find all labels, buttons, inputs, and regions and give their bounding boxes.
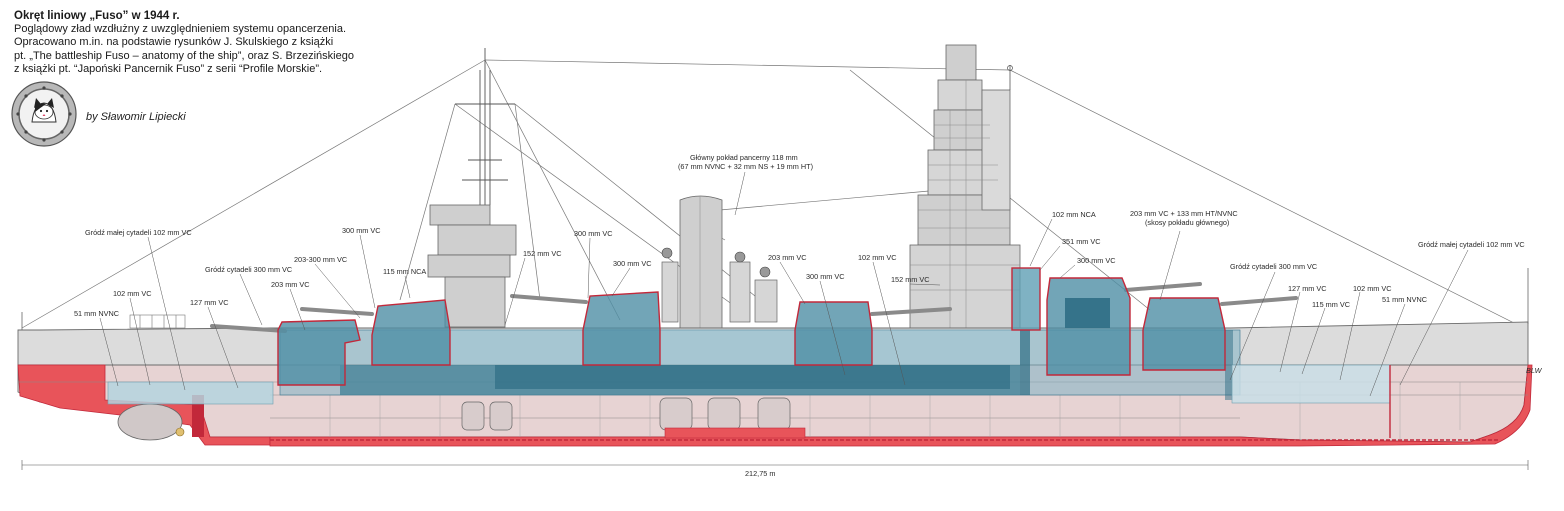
- label-main-armour-deck: Główny pokład pancerny 118 mm: [690, 153, 798, 162]
- description-line-4: z książki pt. “Japoński Pancernik Fuso” …: [14, 62, 323, 75]
- label-102-aft: 102 mm VC: [113, 289, 152, 298]
- label-203-mid: 203 mm VC: [768, 253, 807, 262]
- red-hull-bottom: [269, 364, 1533, 447]
- label-grodz-male-cytadeli-fore: Gródź małej cytadeli 102 mm VC: [1418, 240, 1525, 249]
- description-line-2: Opracowano m.in. na podstawie rysunków J…: [14, 36, 334, 49]
- small-citadel-fore: [1231, 364, 1391, 404]
- leader-lines: [99, 171, 1469, 397]
- label-152-mid: 152 mm VC: [891, 275, 930, 284]
- forward-superstructure: [427, 204, 517, 328]
- porthole-logo: [11, 81, 77, 147]
- label-51-nvnc-fore: 51 mm NVNC: [1382, 295, 1427, 304]
- label-300-turret-e: 300 mm VC: [1077, 256, 1116, 265]
- engine-foundation: [664, 427, 806, 439]
- label-skosy: (skosy pokładu głównego): [1145, 218, 1229, 227]
- label-main-armour-deck-detail: (67 mm NVNC + 32 mm NS + 19 mm HT): [678, 162, 813, 171]
- label-grodz-cytadeli-aft: Gródź cytadeli 300 mm VC: [205, 265, 292, 274]
- label-length: 212,75 m: [745, 469, 775, 478]
- description-line-1: Poglądowy zład wzdłużny z uwzględnieniem…: [14, 23, 347, 36]
- label-152-fore: 152 mm VC: [523, 249, 562, 258]
- label-grodz-cytadeli-fore: Gródź cytadeli 300 mm VC: [1230, 262, 1317, 271]
- main-turrets: [277, 267, 1226, 386]
- label-351: 351 mm VC: [1062, 237, 1101, 246]
- label-203-turret-x: 203 mm VC: [271, 280, 310, 289]
- label-grodz-male-cytadeli-aft: Gródź małej cytadeli 102 mm VC: [85, 228, 192, 237]
- label-203-133: 203 mm VC + 133 mm HT/NVNC: [1130, 209, 1238, 218]
- small-citadel-aft: [107, 381, 274, 405]
- label-102-fore: 102 mm VC: [1353, 284, 1392, 293]
- label-300-turret-c: 300 mm VC: [613, 259, 652, 268]
- label-203-300: 203-300 mm VC: [294, 255, 347, 264]
- label-300-turret-b: 300 mm VC: [574, 229, 613, 238]
- aircraft-crane: [129, 314, 186, 329]
- pagoda-mast: [909, 44, 1021, 331]
- label-115-fore: 115 mm VC: [1312, 300, 1350, 309]
- boiler-rooms: [461, 397, 791, 431]
- label-102-mid: 102 mm VC: [858, 253, 897, 262]
- frame-lines: [329, 382, 1461, 440]
- label-300-turret-d: 300 mm VC: [806, 272, 845, 281]
- label-300-turret: 300 mm VC: [342, 226, 381, 235]
- label-51-nvnc-aft: 51 mm NVNC: [74, 309, 119, 318]
- label-127-aft: 127 mm VC: [190, 298, 229, 307]
- label-127-fore: 127 mm VC: [1288, 284, 1327, 293]
- jackstaffs: [21, 268, 1529, 330]
- author-credit: by Sławomir Lipiecki: [86, 111, 186, 123]
- foremast: [455, 48, 515, 205]
- label-115-nca: 115 mm NCA: [383, 267, 426, 276]
- header-block: Okręt liniowy „Fuso” w 1944 r. Poglądowy…: [14, 10, 354, 76]
- label-102-nca: 102 mm NCA: [1052, 210, 1096, 219]
- funnel: [661, 195, 778, 331]
- length-dimension: [21, 460, 1529, 470]
- label-blw: BLW: [1526, 366, 1543, 375]
- description-line-3: pt. „The battleship Fuso – anatomy of th…: [14, 49, 354, 62]
- gun-barrels: [210, 282, 1298, 333]
- diagram-title: Okręt liniowy „Fuso” w 1944 r.: [14, 10, 180, 22]
